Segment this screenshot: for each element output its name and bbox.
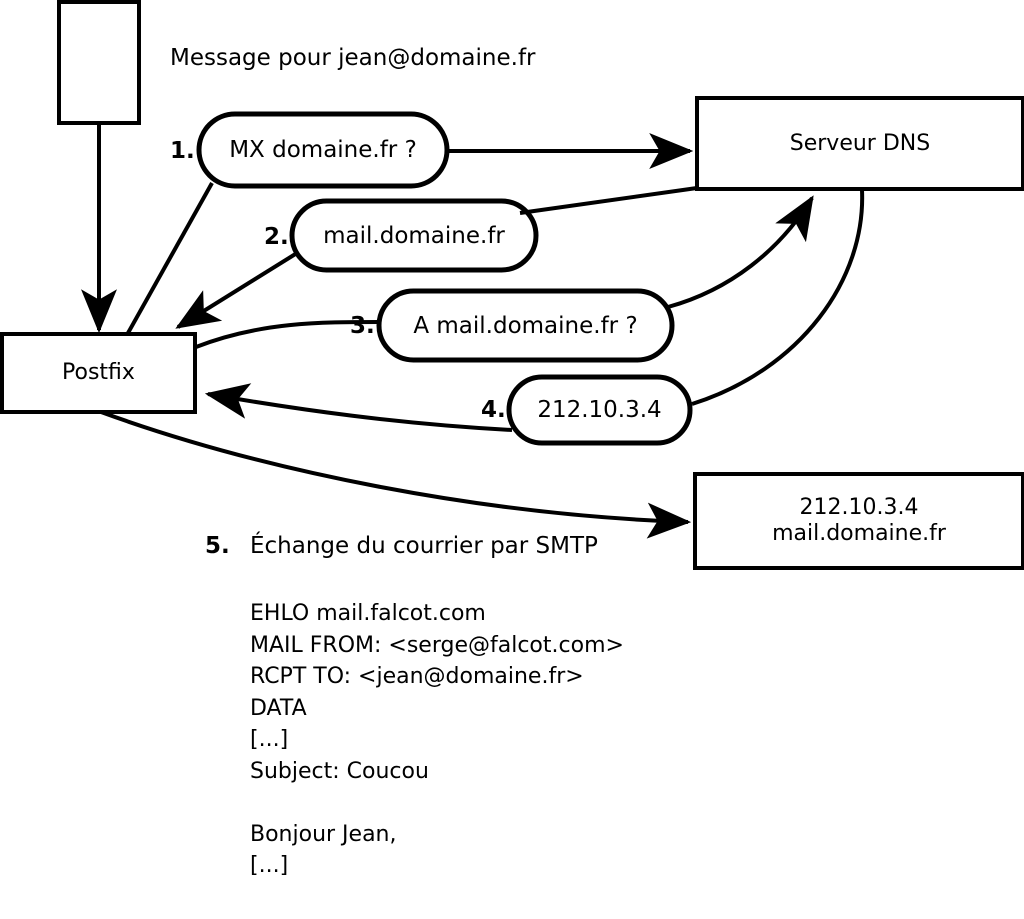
step-3-label: A mail.domaine.fr ? — [413, 312, 638, 339]
step-2-number: 2. — [264, 224, 289, 250]
page-title: Message pour jean@domaine.fr — [170, 45, 536, 71]
mail-server-label: 212.10.3.4 mail.domaine.fr — [695, 474, 1023, 568]
step-5-label: Échange du courrier par SMTP — [250, 533, 598, 559]
dns-server-label: Serveur DNS — [789, 130, 931, 156]
step-1-label: MX domaine.fr ? — [229, 137, 417, 163]
step-5-number: 5. — [205, 533, 230, 559]
step-3-number: 3. — [350, 313, 375, 339]
mail-server-ip: 212.10.3.4 — [799, 495, 919, 521]
arrow-step3-to-dns — [667, 195, 814, 309]
step-2-label: mail.domaine.fr — [323, 222, 505, 249]
arrow-step2-to-postfix — [175, 251, 299, 329]
step-4-number: 4. — [481, 397, 506, 423]
arrow-step4-to-postfix — [204, 383, 513, 432]
step-4-label: 212.10.3.4 — [537, 397, 662, 423]
postfix-label: Postfix — [62, 360, 135, 386]
line-dns-to-step2 — [519, 186, 698, 215]
step-1-number: 1. — [170, 138, 195, 164]
smtp-transcript: EHLO mail.falcot.com MAIL FROM: <serge@f… — [250, 601, 624, 919]
line-postfix-to-step1 — [126, 182, 214, 334]
mail-client-box — [57, 0, 141, 125]
line-dns-to-step4 — [691, 189, 865, 406]
mail-server-host: mail.domaine.fr — [772, 521, 946, 546]
